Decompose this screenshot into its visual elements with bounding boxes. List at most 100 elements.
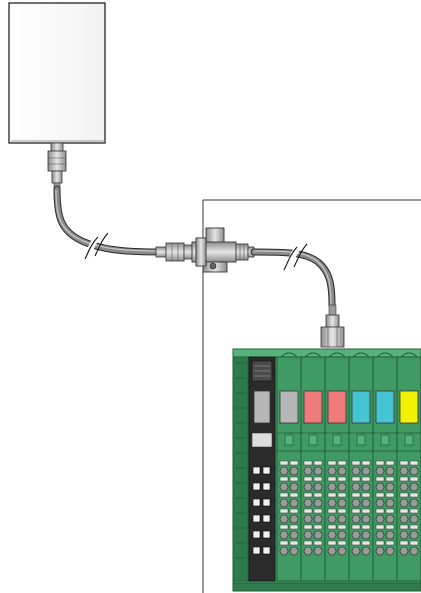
io-top-rail [232,348,421,358]
io-terminal-release [409,476,419,482]
io-terminal-point [375,514,385,524]
io-terminal-point [361,546,371,556]
io-terminal-release [385,460,395,466]
io-terminal-release [375,524,385,530]
io-terminal-point [409,466,419,476]
io-terminal-point [409,498,419,508]
io-terminal-point [313,466,323,476]
io-module-hook [400,352,418,358]
io-coupler-terminal [252,482,261,491]
io-module-color-window [351,390,371,424]
io-terminal-point [327,546,337,556]
io-coupler-terminal [252,514,261,523]
io-terminal-point [385,546,395,556]
io-terminal-release [337,460,347,466]
io-terminal-release [399,476,409,482]
io-terminal-release [327,476,337,482]
io-terminal-release [375,460,385,466]
io-coupler-terminal [252,530,261,539]
io-module-color-window [303,390,323,424]
io-terminal-point [399,530,409,540]
io-terminal-release [409,492,419,498]
io-coax-connector-icon [320,304,345,348]
io-terminal-point [351,466,361,476]
io-terminal-point [351,498,361,508]
io-terminal-release [327,460,337,466]
io-terminal-release [337,508,347,514]
io-terminal-point [385,482,395,492]
io-terminal-release [303,476,313,482]
io-module-hook [376,352,394,358]
cable-break-mark-icon [283,242,308,271]
io-terminal-point [289,498,299,508]
io-terminal-release [385,524,395,530]
io-terminal-point [327,498,337,508]
io-terminal-point [361,498,371,508]
io-terminal-point [337,482,347,492]
antenna-coax-connector-icon [47,142,67,190]
io-terminal-release [303,524,313,530]
io-terminal-release [279,460,289,466]
io-terminal-release [385,508,395,514]
io-terminal-release [337,492,347,498]
io-terminal-point [375,498,385,508]
io-terminal-release [303,540,313,546]
coax-cable-left [53,185,164,256]
io-coupler-terminal [262,482,271,491]
io-terminal-release [361,460,371,466]
io-terminal-point [279,514,289,524]
io-terminal-point [289,466,299,476]
io-terminal-release [375,508,385,514]
io-coupler-terminal [262,466,271,475]
io-terminal-point [399,514,409,524]
io-terminal-point [337,530,347,540]
io-terminal-release [385,492,395,498]
io-terminal-release [279,524,289,530]
io-terminal-point [303,546,313,556]
io-terminal-release [303,508,313,514]
io-terminal-point [361,530,371,540]
io-module-color-window [399,390,419,424]
io-module-latch [356,434,366,446]
io-module-hook [304,352,322,358]
io-module-latch [332,434,342,446]
io-coupler-terminal [252,498,261,507]
io-terminal-point [351,482,361,492]
io-module-hook [352,352,370,358]
io-module-color-window [375,390,395,424]
io-terminal-point [303,498,313,508]
io-terminal-release [409,540,419,546]
io-module-latch [284,434,294,446]
io-terminal-release [361,540,371,546]
io-end-plate [232,356,249,582]
io-terminal-release [327,492,337,498]
io-module-latch [380,434,390,446]
surge-protector-overlay [195,237,207,267]
io-terminal-release [375,540,385,546]
io-terminal-point [361,514,371,524]
io-terminal-release [327,524,337,530]
io-terminal-release [313,492,323,498]
coax-cable-right [250,248,336,309]
io-terminal-release [313,476,323,482]
io-terminal-point [279,498,289,508]
io-terminal-point [327,530,337,540]
antenna-box-icon [8,2,106,144]
io-terminal-release [399,492,409,498]
io-terminal-release [409,524,419,530]
io-terminal-point [313,530,323,540]
io-terminal-release [337,540,347,546]
io-terminal-point [409,514,419,524]
cable-break-mark-icon [84,230,109,260]
io-coupler-terminal [262,498,271,507]
io-coupler-terminal [262,514,271,523]
io-terminal-release [303,460,313,466]
io-terminal-point [399,546,409,556]
io-terminal-point [337,546,347,556]
io-terminal-point [289,530,299,540]
io-bus-coupler-window [253,390,271,424]
io-terminal-point [279,530,289,540]
io-module-hook [328,352,346,358]
io-terminal-release [351,492,361,498]
